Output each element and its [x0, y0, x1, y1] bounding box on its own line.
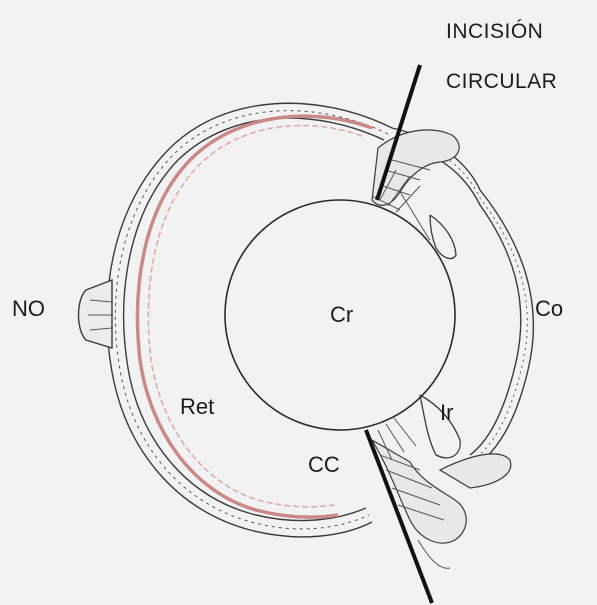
- optic-nerve-label: NO: [12, 296, 45, 321]
- incision-label-line2: CIRCULAR: [446, 70, 557, 93]
- cornea-label: Co: [535, 296, 563, 321]
- ciliary-body-top: [372, 130, 459, 240]
- ciliary-body-label: CC: [308, 452, 340, 477]
- optic-nerve: [79, 280, 113, 348]
- crystalline-label: Cr: [330, 302, 353, 327]
- retina-label: Ret: [180, 394, 214, 419]
- iris-label: Ir: [440, 400, 453, 425]
- cornea: [392, 128, 533, 470]
- incision-label-line1: INCISIÓN: [446, 20, 543, 43]
